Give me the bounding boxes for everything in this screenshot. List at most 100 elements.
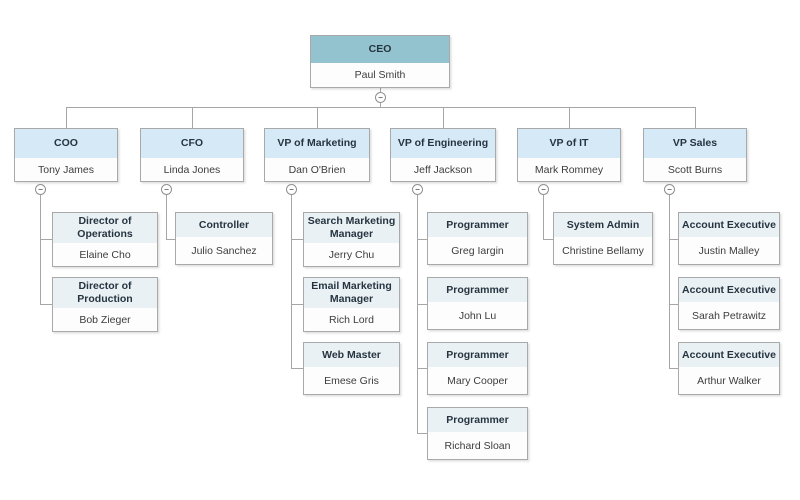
node-title: Programmer: [428, 408, 527, 432]
minus-icon: −: [378, 92, 383, 102]
node-name: John Lu: [428, 302, 527, 329]
node-title: Programmer: [428, 343, 527, 367]
connector-cfo-branch: [166, 194, 167, 240]
connector-sales-child3: [669, 368, 678, 369]
connector-marketing-child2: [291, 304, 303, 305]
connector-engineering-child1: [417, 239, 427, 240]
connector-stub-coo: [66, 107, 67, 128]
connector-coo-child2: [40, 304, 52, 305]
node-name: Emese Gris: [304, 367, 399, 394]
connector-stub-engineering: [443, 107, 444, 128]
connector-it-branch: [543, 194, 544, 240]
minus-icon: −: [289, 184, 294, 194]
node-title: Account Executive: [679, 343, 779, 367]
node-title: VP of Marketing: [265, 129, 369, 158]
node-name: Rich Lord: [304, 308, 399, 331]
node-name: Tony James: [15, 158, 117, 181]
node-title: COO: [15, 129, 117, 158]
org-node-programmer-2[interactable]: Programmer John Lu: [427, 277, 528, 330]
node-title: Account Executive: [679, 213, 779, 237]
connector-marketing-branch: [291, 194, 292, 369]
org-node-account-exec-1[interactable]: Account Executive Justin Malley: [678, 212, 780, 265]
org-node-programmer-1[interactable]: Programmer Greg Iargin: [427, 212, 528, 265]
org-node-director-operations[interactable]: Director of Operations Elaine Cho: [52, 212, 158, 267]
connector-stub-it: [569, 107, 570, 128]
org-node-ceo[interactable]: CEO Paul Smith: [310, 35, 450, 88]
org-node-system-admin[interactable]: System Admin Christine Bellamy: [553, 212, 653, 265]
connector-engineering-branch: [417, 194, 418, 434]
minus-icon: −: [415, 184, 420, 194]
node-title: CEO: [311, 36, 449, 63]
org-node-web-master[interactable]: Web Master Emese Gris: [303, 342, 400, 395]
connector-marketing-child1: [291, 239, 303, 240]
collapse-toggle-coo[interactable]: −: [35, 184, 46, 195]
node-title: CFO: [141, 129, 243, 158]
connector-sales-child1: [669, 239, 678, 240]
minus-icon: −: [38, 184, 43, 194]
node-name: Greg Iargin: [428, 237, 527, 264]
collapse-toggle-cfo[interactable]: −: [161, 184, 172, 195]
node-title: Search Marketing Manager: [304, 213, 399, 243]
node-name: Jerry Chu: [304, 243, 399, 266]
node-title: VP of IT: [518, 129, 620, 158]
org-node-controller[interactable]: Controller Julio Sanchez: [175, 212, 273, 265]
org-node-vp-marketing[interactable]: VP of Marketing Dan O'Brien: [264, 128, 370, 182]
node-name: Paul Smith: [311, 63, 449, 87]
minus-icon: −: [541, 184, 546, 194]
node-name: Linda Jones: [141, 158, 243, 181]
connector-stub-marketing: [317, 107, 318, 128]
org-node-coo[interactable]: COO Tony James: [14, 128, 118, 182]
connector-cfo-child1: [166, 239, 175, 240]
node-title: Email Marketing Manager: [304, 278, 399, 308]
node-name: Richard Sloan: [428, 432, 527, 459]
org-node-director-production[interactable]: Director of Production Bob Zieger: [52, 277, 158, 332]
node-title: Web Master: [304, 343, 399, 367]
connector-sales-child2: [669, 304, 678, 305]
minus-icon: −: [667, 184, 672, 194]
node-name: Sarah Petrawitz: [679, 302, 779, 329]
minus-icon: −: [164, 184, 169, 194]
node-title: Director of Operations: [53, 213, 157, 243]
node-name: Christine Bellamy: [554, 237, 652, 264]
node-name: Bob Zieger: [53, 308, 157, 331]
org-node-cfo[interactable]: CFO Linda Jones: [140, 128, 244, 182]
org-node-vp-engineering[interactable]: VP of Engineering Jeff Jackson: [390, 128, 496, 182]
node-name: Jeff Jackson: [391, 158, 495, 181]
collapse-toggle-ceo[interactable]: −: [375, 92, 386, 103]
connector-marketing-child3: [291, 368, 303, 369]
connector-ceo-stub-top: [380, 88, 381, 92]
connector-stub-cfo: [192, 107, 193, 128]
org-node-account-exec-2[interactable]: Account Executive Sarah Petrawitz: [678, 277, 780, 330]
connector-level2-bus: [66, 107, 696, 108]
connector-stub-sales: [695, 107, 696, 128]
connector-sales-branch: [669, 194, 670, 369]
connector-engineering-child4: [417, 433, 427, 434]
node-name: Scott Burns: [644, 158, 746, 181]
node-title: Controller: [176, 213, 272, 237]
node-title: Account Executive: [679, 278, 779, 302]
collapse-toggle-marketing[interactable]: −: [286, 184, 297, 195]
org-node-vp-sales[interactable]: VP Sales Scott Burns: [643, 128, 747, 182]
node-name: Mark Rommey: [518, 158, 620, 181]
node-title: Director of Production: [53, 278, 157, 308]
node-name: Arthur Walker: [679, 367, 779, 394]
node-name: Julio Sanchez: [176, 237, 272, 264]
node-title: Programmer: [428, 278, 527, 302]
collapse-toggle-sales[interactable]: −: [664, 184, 675, 195]
node-name: Elaine Cho: [53, 243, 157, 266]
node-name: Mary Cooper: [428, 367, 527, 394]
connector-coo-child1: [40, 239, 52, 240]
org-node-email-marketing-manager[interactable]: Email Marketing Manager Rich Lord: [303, 277, 400, 332]
node-title: VP of Engineering: [391, 129, 495, 158]
org-node-programmer-3[interactable]: Programmer Mary Cooper: [427, 342, 528, 395]
collapse-toggle-engineering[interactable]: −: [412, 184, 423, 195]
node-title: System Admin: [554, 213, 652, 237]
connector-engineering-child3: [417, 368, 427, 369]
collapse-toggle-it[interactable]: −: [538, 184, 549, 195]
connector-engineering-child2: [417, 304, 427, 305]
connector-it-child1: [543, 239, 553, 240]
org-node-account-exec-3[interactable]: Account Executive Arthur Walker: [678, 342, 780, 395]
org-node-vp-it[interactable]: VP of IT Mark Rommey: [517, 128, 621, 182]
org-node-programmer-4[interactable]: Programmer Richard Sloan: [427, 407, 528, 460]
org-node-search-marketing-manager[interactable]: Search Marketing Manager Jerry Chu: [303, 212, 400, 267]
